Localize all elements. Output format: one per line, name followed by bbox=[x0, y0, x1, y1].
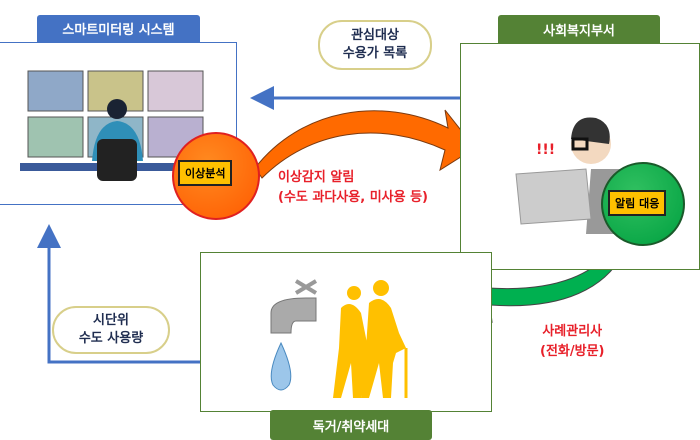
analysis-badge: 이상분석 bbox=[178, 160, 233, 186]
alert-line: 이상감지 알림 bbox=[278, 170, 355, 185]
target-list-bubble: 관심대상 수용가 목록 bbox=[318, 20, 432, 70]
response-badge: 알림 대응 bbox=[608, 190, 667, 216]
usage-arrow bbox=[37, 224, 200, 364]
bubble-line: 수도 사용량 bbox=[78, 331, 144, 346]
alert-line: (수도 과다사용, 미사용 등) bbox=[278, 190, 428, 205]
svg-text:!!!: !!! bbox=[536, 142, 555, 158]
smart-metering-panel bbox=[0, 42, 237, 205]
bubble-line: 시단위 bbox=[93, 313, 129, 328]
bubble-line: 수용가 목록 bbox=[342, 46, 408, 61]
faucet-elderly-illustration bbox=[270, 279, 408, 398]
alert-text: 이상감지 알림 (수도 과다사용, 미사용 등) bbox=[278, 168, 428, 208]
case-line: (전화/방문) bbox=[540, 344, 605, 359]
bubble-line: 관심대상 bbox=[351, 28, 399, 43]
hourly-usage-bubble: 시단위 수도 사용량 bbox=[52, 306, 170, 354]
welfare-dept-title: 사회복지부서 bbox=[498, 15, 660, 43]
case-manager-text: 사례관리사 (전화/방문) bbox=[540, 322, 604, 362]
case-line: 사례관리사 bbox=[542, 324, 603, 339]
household-title: 독거/취약세대 bbox=[270, 410, 432, 440]
control-room-illustration bbox=[20, 70, 204, 181]
smart-metering-title: 스마트미터링 시스템 bbox=[37, 15, 200, 42]
household-panel bbox=[200, 252, 492, 412]
